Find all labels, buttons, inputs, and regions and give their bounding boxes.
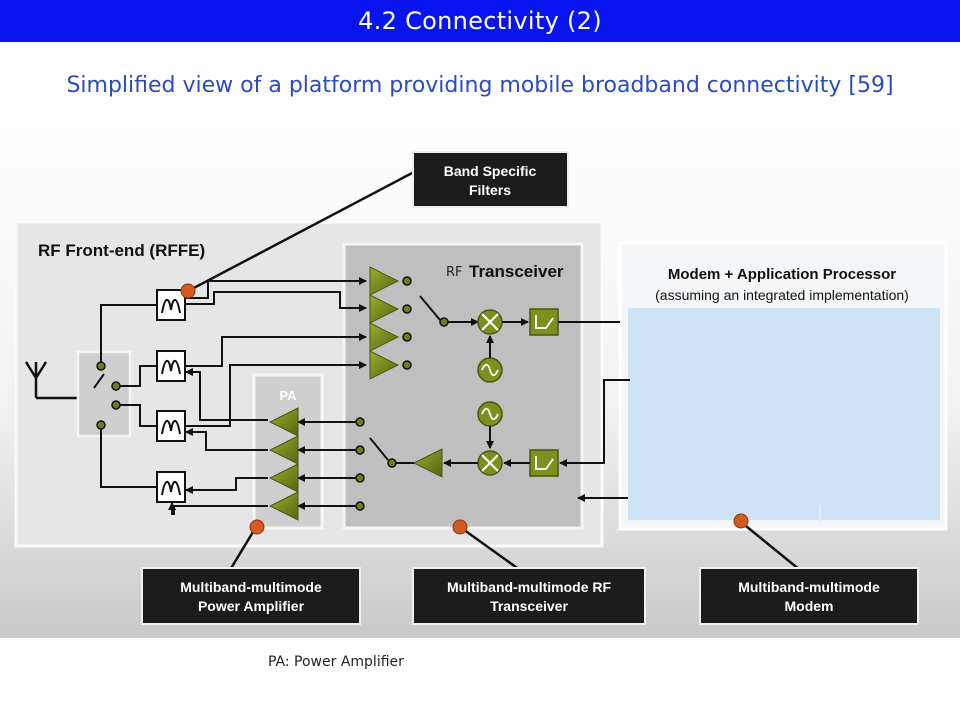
rffe-label: RF Front-end (RFFE) [38,241,205,260]
svg-text:Multiband-multimode: Multiband-multimode [738,579,880,595]
callout-power-amplifier: Multiband-multimode Power Amplifier [141,567,361,625]
transceiver-prefix: RF [446,265,463,280]
antenna-icon [24,361,80,400]
transceiver-callout-dot [452,519,468,535]
slide-title: 4.2 Connectivity (2) [358,7,602,35]
svg-text:Band Specific: Band Specific [444,163,537,179]
callout-rf-transceiver: Multiband-multimode RF Transceiver [412,567,646,625]
svg-text:Multiband-multimode RF: Multiband-multimode RF [447,579,612,595]
svg-text:Transceiver: Transceiver [490,598,568,614]
rx-lowpass-filter-icon [529,308,559,336]
modem-callout-dot [733,513,749,529]
svg-text:Power Amplifier: Power Amplifier [198,598,305,614]
transceiver-label: Transceiver [469,262,564,281]
filters-callout-dot [180,283,196,299]
modem-subtitle: (assuming an integrated implementation) [655,287,909,303]
modem-title: Modem + Application Processor [668,266,896,283]
pa-label: PA [279,388,297,403]
slide-subtitle: Simplified view of a platform providing … [66,73,894,98]
tx-lowpass-filter-icon [529,449,559,477]
svg-text:Modem: Modem [785,598,834,614]
svg-text:Filters: Filters [469,182,511,198]
svg-text:Multiband-multimode: Multiband-multimode [180,579,322,595]
tx-mixer-icon [477,450,503,476]
tx-oscillator-icon [477,401,503,427]
pa-callout-dot [249,519,265,535]
title-bar: 4.2 Connectivity (2) [0,0,960,42]
platform-diagram: RF Front-end (RFFE) RF Transceiver PA Mo… [0,118,960,638]
footnote: PA: Power Amplifier [268,654,404,670]
callout-band-filters: Band Specific Filters [412,151,569,208]
rx-mixer-icon [477,309,503,335]
callout-modem: Multiband-multimode Modem [699,567,919,625]
rx-oscillator-icon [477,357,503,383]
transceiver-box [342,242,584,530]
